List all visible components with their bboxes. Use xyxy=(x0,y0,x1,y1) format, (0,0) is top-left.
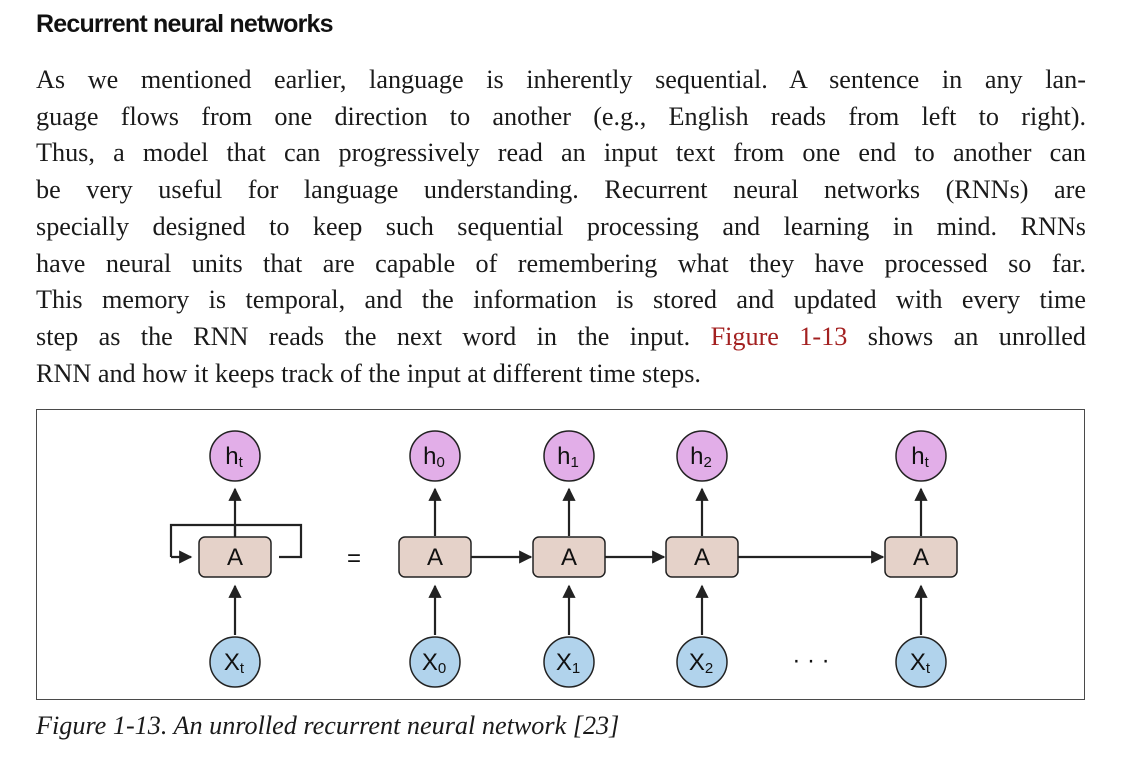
unrolled-output-node-3-label-subscript: t xyxy=(925,454,930,471)
unrolled-output-node-2-label-subscript: 2 xyxy=(704,454,712,471)
paragraph-line: have neural units that are capable of re… xyxy=(36,248,1086,278)
unrolled-output-node-0 xyxy=(409,430,461,482)
unrolled-input-node-2-label-subscript: 2 xyxy=(705,660,713,677)
ellipsis: · · · xyxy=(792,647,829,674)
figure-caption: Figure 1-13. An unrolled recurrent neura… xyxy=(36,711,620,740)
unrolled-input-node-3-label: Xt xyxy=(910,649,931,677)
figure-reference-link[interactable]: Figure 1-13 xyxy=(710,321,848,351)
paragraph-line: step as the RNN reads the next word in t… xyxy=(36,319,1086,356)
unrolled-output-node-1 xyxy=(543,430,595,482)
unrolled-input-node-0-label: X0 xyxy=(422,649,446,677)
paragraph-line: As we mentioned earlier, language is inh… xyxy=(36,65,1086,94)
body-paragraph: As we mentioned earlier, language is inh… xyxy=(36,62,1086,392)
rolled-output-node-label-base: h xyxy=(225,443,238,470)
unrolled-input-node-0-label-base: X xyxy=(422,649,438,676)
paragraph-line: RNN and how it keeps track of the input … xyxy=(36,358,701,388)
unrolled-input-node-1-label: X1 xyxy=(556,649,580,677)
unrolled-output-node-2 xyxy=(676,430,728,482)
unrolled-input-node-0-label-subscript: 0 xyxy=(438,660,446,677)
unrolled-output-node-3-label-base: h xyxy=(911,443,924,470)
unrolled-input-node-1 xyxy=(543,636,595,688)
paragraph-line: guage flows from one direction to anothe… xyxy=(36,101,1086,131)
unrolled-output-node-3 xyxy=(895,430,947,482)
unrolled-input-node-3 xyxy=(895,636,947,688)
unrolled-input-node-0 xyxy=(409,636,461,688)
paragraph-line: Thus, a model that can progressively rea… xyxy=(36,138,1086,168)
rolled-cell-label: A xyxy=(227,544,243,571)
unrolled-input-node-2-label: X2 xyxy=(689,649,713,677)
unrolled-cell-0-label: A xyxy=(427,544,443,571)
rolled-output-node xyxy=(209,430,261,482)
unrolled-input-node-2-label-base: X xyxy=(689,649,705,676)
paragraph-line: This memory is temporal, and the informa… xyxy=(36,285,1086,315)
rolled-output-node-label-subscript: t xyxy=(239,454,244,471)
unrolled-input-node-3-label-subscript: t xyxy=(926,660,931,677)
recurrent-loop-right xyxy=(233,523,303,559)
unrolled-input-node-2 xyxy=(676,636,728,688)
unrolled-output-node-0-label: h0 xyxy=(423,443,445,471)
unrolled-output-node-3-label: ht xyxy=(911,443,929,471)
paragraph-line: be very useful for language understandin… xyxy=(36,175,1086,205)
recurrent-loop-left xyxy=(169,523,235,557)
unrolled-output-node-1-label: h1 xyxy=(557,443,579,471)
unrolled-cell-1-label: A xyxy=(561,544,577,571)
unrolled-output-node-2-label: h2 xyxy=(690,443,712,471)
paragraph-text: shows an unrolled xyxy=(867,321,1087,351)
unrolled-output-node-2-label-base: h xyxy=(690,443,703,470)
unrolled-cell-3 xyxy=(884,536,958,578)
unrolled-output-node-0-label-base: h xyxy=(423,443,436,470)
unrolled-output-node-1-label-subscript: 1 xyxy=(571,454,579,471)
rolled-input-node-label: Xt xyxy=(224,649,245,677)
unrolled-cell-3-label: A xyxy=(913,544,929,571)
unrolled-output-node-1-label-base: h xyxy=(557,443,570,470)
section-heading: Recurrent neural networks xyxy=(36,10,334,38)
unrolled-input-node-3-label-base: X xyxy=(910,649,926,676)
paragraph-text: step as the RNN reads the next word in t… xyxy=(36,321,691,351)
equals-sign: = xyxy=(347,545,361,572)
unrolled-input-node-1-label-base: X xyxy=(556,649,572,676)
rolled-output-node-label: ht xyxy=(225,443,243,471)
unrolled-cell-2-label: A xyxy=(694,544,710,571)
unrolled-output-node-0-label-subscript: 0 xyxy=(437,454,445,471)
unrolled-input-node-1-label-subscript: 1 xyxy=(572,660,580,677)
paragraph-line: specially designed to keep such sequenti… xyxy=(36,211,1086,241)
rolled-input-node xyxy=(209,636,261,688)
rolled-input-node-label-subscript: t xyxy=(240,660,245,677)
rolled-input-node-label-base: X xyxy=(224,649,240,676)
